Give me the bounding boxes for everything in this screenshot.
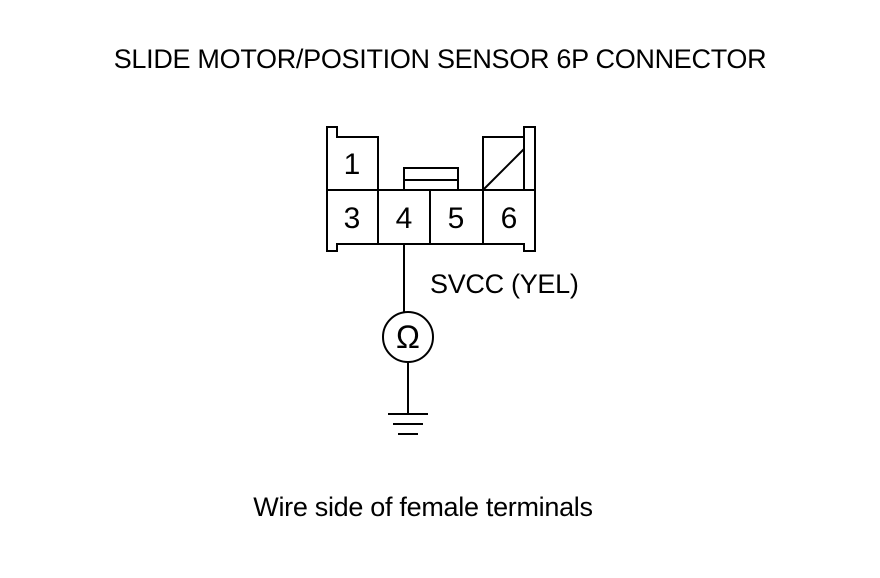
wire-label: SVCC (YEL)	[430, 269, 579, 299]
terminal-1: 1	[344, 148, 361, 181]
ohm-symbol: Ω	[396, 319, 420, 355]
ground-icon	[388, 413, 428, 435]
diagram-caption: Wire side of female terminals	[253, 492, 593, 522]
empty-cavity	[482, 136, 525, 191]
terminal-6: 6	[501, 202, 518, 235]
terminal-3: 3	[344, 202, 361, 235]
diagram-title: SLIDE MOTOR/POSITION SENSOR 6P CONNECTOR	[113, 44, 767, 74]
terminal-5: 5	[448, 202, 465, 235]
terminal-4: 4	[396, 202, 413, 235]
connector-outline	[326, 126, 536, 252]
